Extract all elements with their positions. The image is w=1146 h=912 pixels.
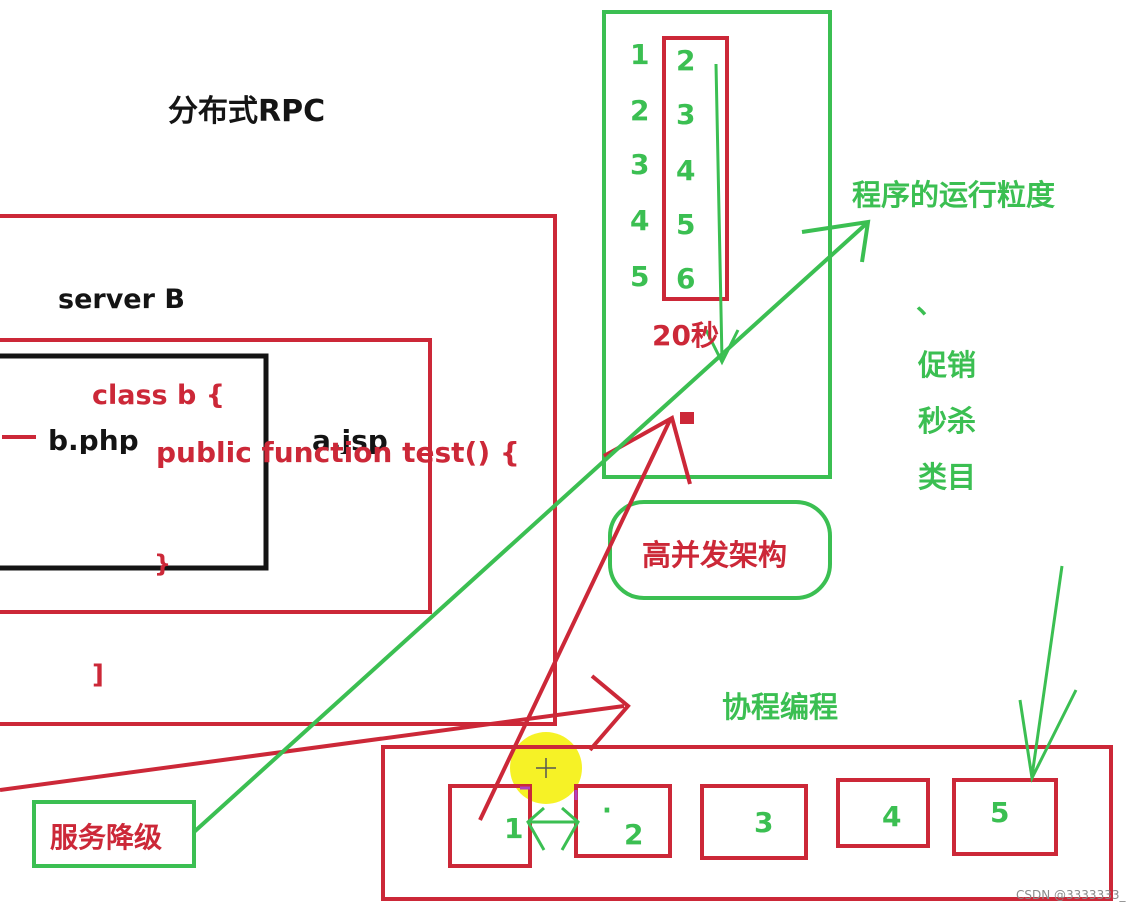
right-number-2: 3 (676, 98, 696, 131)
left-number-2: 2 (630, 94, 650, 127)
left-number-5: 5 (630, 260, 650, 293)
b-php-box (0, 353, 269, 571)
red-arrow-up (478, 415, 692, 821)
code-class-line: class b { (92, 380, 225, 411)
queue-number-1: 1 (504, 812, 524, 845)
inner-class-box (0, 338, 432, 614)
left-number-4: 4 (630, 204, 650, 237)
watermark: CSDN @3333333_ (1016, 888, 1126, 902)
right-number-5: 6 (676, 262, 696, 295)
double-arrow (526, 806, 580, 851)
file-a-jsp: a.jsp (312, 424, 388, 454)
column-down-arrow (704, 63, 740, 366)
code-close-brace: } (154, 550, 172, 578)
time-label: 20秒 (652, 319, 719, 352)
cursor-crosshair-icon (536, 758, 556, 778)
side-note-category: 类目 (918, 460, 977, 494)
queue-number-5: 5 (990, 796, 1010, 829)
queue-number-2: 2 (624, 818, 644, 851)
granularity-label: 程序的运行粒度 (852, 178, 1056, 212)
degrade-box (32, 800, 196, 868)
code-bracket: ] (92, 660, 104, 690)
side-note-mark: 、 (916, 287, 945, 320)
server-b-box (0, 214, 557, 726)
server-b-label: server B (58, 284, 185, 315)
queue-item-box-2 (574, 784, 672, 858)
highlight-column-box (662, 36, 729, 301)
green-arrow-granularity (192, 219, 871, 834)
degrade-label: 服务降级 (50, 821, 163, 854)
green-arrow-down (1018, 565, 1078, 783)
queue-item-box-4 (836, 778, 930, 848)
right-number-1: 2 (676, 44, 696, 77)
code-function-line: public function test() { (156, 436, 520, 469)
right-number-3: 4 (676, 154, 696, 187)
coroutine-label: 协程编程 (722, 690, 839, 724)
queue-dot: · (602, 796, 612, 826)
queue-box (381, 745, 1113, 901)
left-number-1: 1 (630, 38, 650, 71)
file-b-php: b.php (48, 424, 139, 454)
side-note-flash-sale: 秒杀 (918, 404, 977, 438)
red-tick-mark (680, 412, 694, 424)
queue-number-3: 3 (754, 806, 774, 839)
granularity-box (602, 10, 832, 479)
side-note-promotion: 促销 (918, 348, 977, 382)
high-concurrency-label: 高并发架构 (642, 538, 788, 572)
diagram-title: 分布式RPC (168, 94, 326, 129)
queue-item-box-3 (700, 784, 808, 860)
right-number-4: 5 (676, 208, 696, 241)
purple-edge (520, 786, 578, 800)
queue-item-box-5 (952, 778, 1058, 856)
red-arrow-coroutine (0, 674, 631, 792)
left-number-3: 3 (630, 148, 650, 181)
queue-number-4: 4 (882, 800, 902, 833)
